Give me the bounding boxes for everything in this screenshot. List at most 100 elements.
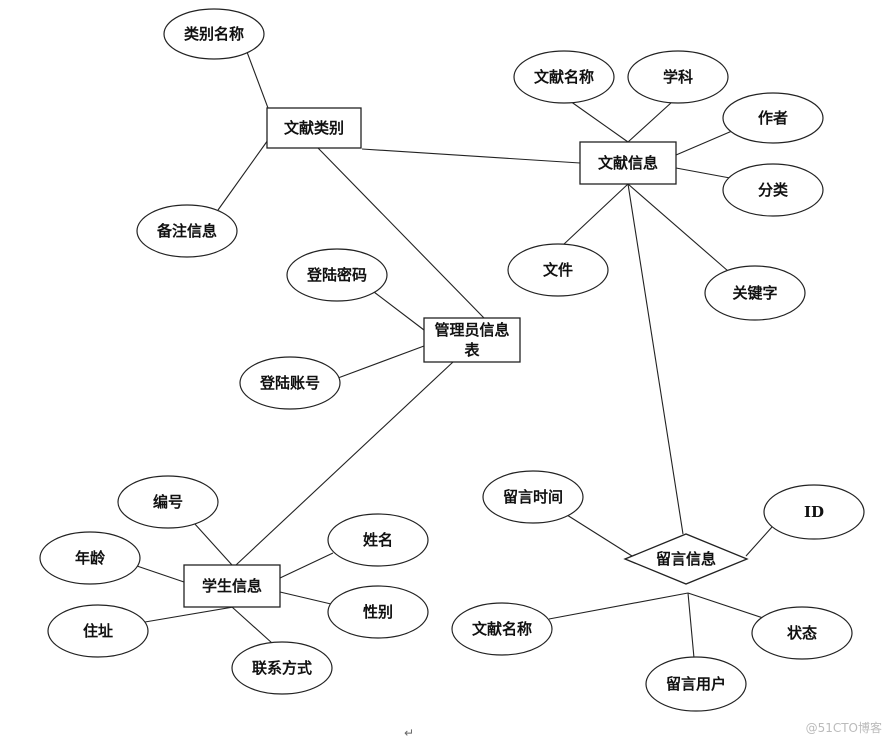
entity-gly: 管理员信息表: [423, 317, 521, 363]
connector-a_zt-lyxx: [687, 592, 764, 619]
connector-a_dlzh-gly: [337, 345, 425, 379]
attribute-ellipse: [327, 513, 429, 567]
connector-a_dlmm-gly: [369, 288, 425, 331]
attribute-ellipse: [286, 248, 388, 302]
watermark: @51CTO博客: [805, 721, 882, 735]
node-label: 联系方式: [252, 659, 312, 677]
entity-box: [423, 317, 521, 363]
connector-a_id-lyxx: [745, 526, 773, 557]
attribute-ellipse: [47, 604, 149, 658]
connection-lines: [133, 51, 773, 659]
connector-a_xm-xs: [279, 552, 334, 579]
attribute-a_gjz: 关键字: [704, 265, 806, 321]
attribute-ellipse: [163, 8, 265, 60]
node-label: 登陆账号: [259, 374, 320, 392]
connector-gly-xs: [235, 361, 454, 566]
connector-a_wxmc2-lyxx: [548, 592, 689, 620]
connector-a_bzxx-wxlb: [217, 139, 269, 211]
node-label: 年龄: [75, 549, 106, 567]
attribute-a_zz: 作者: [722, 92, 824, 144]
attribute-a_wxmc2: 文献名称: [451, 602, 553, 656]
connector-wxlb-wxxx: [361, 148, 581, 164]
connector-a_lyyh-lyxx: [687, 592, 695, 659]
attribute-a_id: ID: [763, 484, 865, 540]
attribute-ellipse: [627, 50, 729, 104]
node-label: 类别名称: [184, 25, 244, 43]
node-label: 作者: [758, 109, 788, 127]
attribute-a_xk: 学科: [627, 50, 729, 104]
connector-a_xb-xs: [279, 591, 332, 605]
connector-a_xk-wxxx: [627, 101, 673, 143]
attribute-a_dlzh: 登陆账号: [239, 356, 341, 410]
attribute-ellipse: [513, 50, 615, 104]
attribute-ellipse: [507, 243, 609, 297]
entity-wxxx: 文献信息: [579, 141, 677, 185]
node-label: 学科: [663, 68, 693, 86]
node-label: 留言时间: [503, 488, 563, 506]
attribute-a_xb: 性别: [327, 585, 429, 639]
connector-a_fl-wxxx: [675, 167, 731, 179]
connector-a_wxmc-wxxx: [569, 100, 629, 143]
attribute-ellipse: [645, 656, 747, 712]
attribute-ellipse: [763, 484, 865, 540]
node-label: 关键字: [732, 284, 777, 302]
node-label: 留言用户: [666, 675, 726, 693]
attribute-ellipse: [722, 92, 824, 144]
attribute-a_xm: 姓名: [327, 513, 429, 567]
return-mark: ↵: [404, 726, 415, 740]
attribute-a_dlmm: 登陆密码: [286, 248, 388, 302]
attribute-a_bh: 编号: [117, 475, 219, 529]
relationship-lyxx: 留言信息: [623, 533, 749, 585]
node-label: 性别: [363, 603, 393, 621]
node-label: ID: [804, 503, 824, 521]
node-label: 状态: [787, 624, 817, 642]
node-label: 文献名称: [534, 68, 594, 86]
connector-a_wj-wxxx: [562, 183, 629, 246]
entity-box: [183, 564, 281, 608]
connector-a_bh-xs: [193, 522, 233, 566]
attribute-ellipse: [239, 356, 341, 410]
diagram-nodes: 文献类别文献信息管理员信息表学生信息留言信息类别名称备注信息文献名称学科作者分类…: [39, 8, 865, 712]
attribute-a_lysj: 留言时间: [482, 470, 584, 524]
attribute-a_lbmc: 类别名称: [163, 8, 265, 60]
node-label: 文献类别: [284, 119, 344, 137]
attribute-ellipse: [327, 585, 429, 639]
node-label: 登陆密码: [306, 266, 367, 284]
attribute-a_bzxx: 备注信息: [136, 204, 238, 258]
attribute-ellipse: [722, 163, 824, 217]
attribute-ellipse: [231, 641, 333, 695]
connector-a_lxfs-xs: [231, 606, 273, 644]
node-label: 留言信息: [656, 550, 716, 568]
attribute-a_zhz: 住址: [47, 604, 149, 658]
node-label: 住址: [83, 622, 113, 640]
attribute-ellipse: [482, 470, 584, 524]
node-label: 备注信息: [156, 222, 217, 240]
attribute-a_lxfs: 联系方式: [231, 641, 333, 695]
node-label: 学生信息: [202, 577, 262, 595]
node-label: 编号: [153, 493, 183, 511]
entity-wxlb: 文献类别: [266, 107, 362, 149]
entity-box: [266, 107, 362, 149]
node-label: 分类: [758, 181, 789, 199]
node-label: 文献名称: [472, 620, 532, 638]
connector-a_zz-wxxx: [675, 130, 733, 156]
attribute-a_fl: 分类: [722, 163, 824, 217]
connector-wxxx-lyxx: [627, 183, 684, 535]
connector-wxlb-gly: [317, 147, 485, 319]
connector-a_gjz-wxxx: [627, 183, 729, 272]
attribute-ellipse: [136, 204, 238, 258]
attribute-ellipse: [451, 602, 553, 656]
connector-a_lbmc-wxlb: [246, 51, 269, 109]
connector-a_lysj-lyxx: [566, 514, 633, 557]
relationship-diamond: [623, 533, 749, 585]
attribute-a_lyyh: 留言用户: [645, 656, 747, 712]
attribute-a_wj: 文件: [507, 243, 609, 297]
attribute-a_wxmc: 文献名称: [513, 50, 615, 104]
attribute-a_nl: 年龄: [39, 531, 141, 585]
node-label: 文献信息: [598, 154, 658, 172]
node-label: 文件: [543, 261, 573, 279]
node-label: 管理员信息表: [434, 321, 509, 359]
attribute-ellipse: [751, 606, 853, 660]
attribute-a_zt: 状态: [751, 606, 853, 660]
